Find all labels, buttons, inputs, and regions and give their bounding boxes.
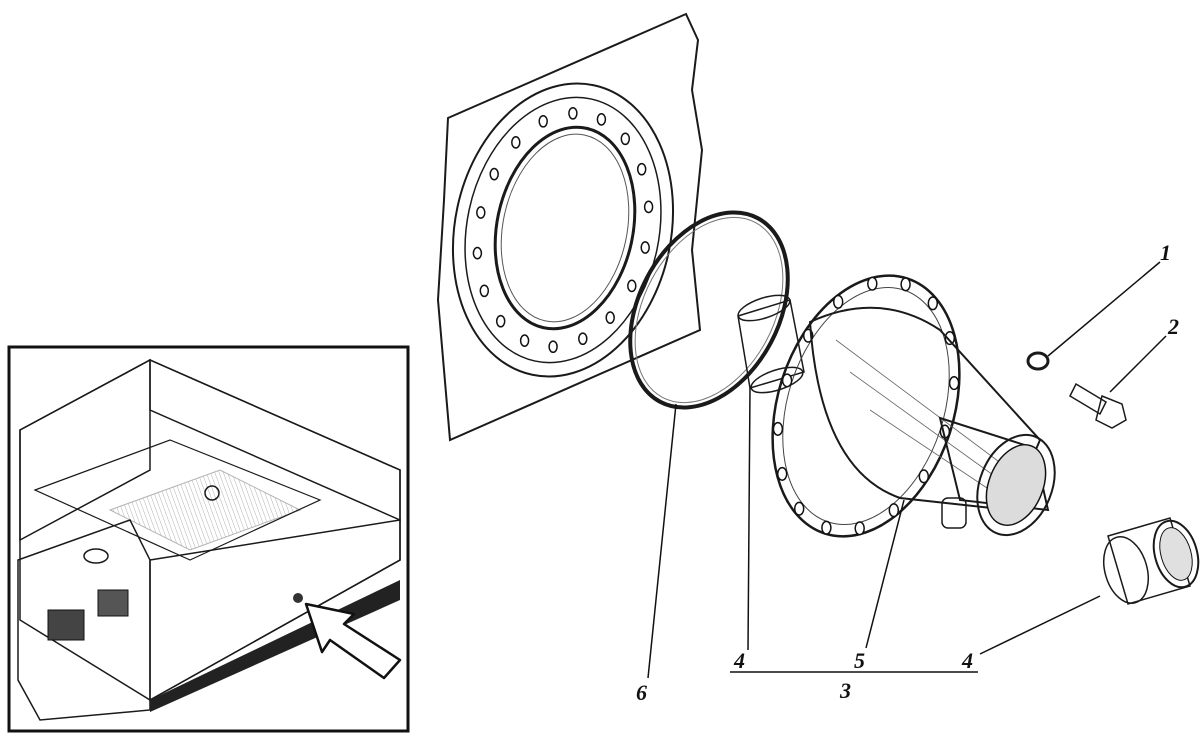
gasket-ring bbox=[628, 210, 790, 410]
callout-4-right: 4 bbox=[961, 648, 973, 673]
bolt-hole bbox=[511, 136, 521, 149]
bolt-hole bbox=[793, 501, 805, 516]
bolt-hole bbox=[472, 246, 483, 260]
bolt-hole bbox=[578, 332, 588, 346]
bolt-hole bbox=[927, 296, 939, 311]
housing-bolt-holes bbox=[772, 276, 960, 536]
bolt-hole bbox=[596, 113, 607, 126]
bolt-hole bbox=[867, 276, 878, 291]
wall-flange-ring bbox=[451, 82, 675, 378]
bolt-hole bbox=[854, 521, 865, 536]
drain-boss bbox=[941, 497, 967, 529]
wall-plate bbox=[436, 12, 704, 442]
bolt-hole bbox=[495, 314, 506, 328]
bushing-left bbox=[737, 294, 805, 394]
bolt-hole bbox=[548, 340, 558, 354]
bolt-hole bbox=[821, 520, 832, 535]
bolt-hole bbox=[900, 277, 911, 292]
wall-bolt-holes bbox=[472, 106, 654, 354]
bolt-hole bbox=[776, 466, 788, 481]
callout-6: 6 bbox=[636, 680, 647, 705]
bolt-hole bbox=[636, 162, 647, 176]
bolt-hole bbox=[888, 503, 900, 518]
bushing-right bbox=[1102, 517, 1200, 605]
bolt-hole bbox=[476, 206, 486, 219]
callout-1: 1 bbox=[1160, 240, 1171, 265]
callout-2: 2 bbox=[1167, 314, 1179, 339]
bolt-hole bbox=[918, 469, 930, 484]
bolt-hole bbox=[479, 284, 490, 298]
callout-4-left: 4 bbox=[733, 648, 745, 673]
bolt-hole bbox=[948, 376, 960, 391]
bolt-hole bbox=[832, 294, 844, 309]
hex-bolt bbox=[1069, 382, 1127, 429]
bolt-hole bbox=[627, 279, 637, 293]
bolt-hole bbox=[640, 241, 650, 254]
bolt-hole bbox=[643, 200, 654, 214]
bolt-hole bbox=[489, 167, 499, 181]
bolt-hole bbox=[620, 132, 631, 146]
bolt-hole bbox=[538, 114, 548, 128]
bolt-hole bbox=[568, 106, 578, 120]
bolt-hole bbox=[944, 331, 956, 346]
bolt-hole bbox=[772, 421, 784, 436]
bolt-hole bbox=[781, 373, 793, 388]
conical-housing bbox=[771, 274, 1056, 538]
bolt-hole bbox=[519, 334, 530, 347]
callout-5: 5 bbox=[854, 648, 865, 673]
location-arrow bbox=[304, 602, 402, 680]
spring-washer bbox=[1026, 351, 1050, 371]
bolt-hole bbox=[605, 311, 615, 324]
callout-3: 3 bbox=[839, 678, 851, 703]
leader-lines bbox=[647, 261, 1167, 679]
location-inset bbox=[7, 345, 410, 733]
